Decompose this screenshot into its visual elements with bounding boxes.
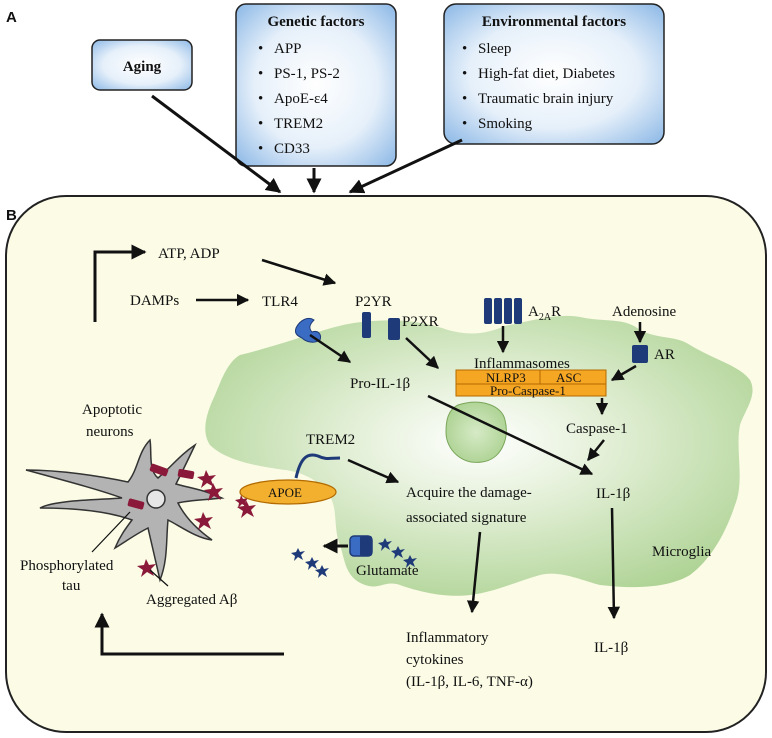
env-bullet-3: • [462, 91, 467, 107]
a2ar-r-letter: R [551, 304, 561, 320]
environmental-factors-header: Environmental factors [482, 14, 626, 30]
a2ar-label: A2AR [528, 304, 561, 323]
ar-label: AR [654, 347, 675, 363]
trem2-receptor-icon [294, 453, 341, 479]
inflammasomes-label: Inflammasomes [474, 356, 570, 372]
p2yr-label: P2YR [355, 294, 392, 310]
aggregated-pointer [149, 569, 169, 587]
environmental-factors-box: Environmental factors • Sleep • High-fat… [443, 3, 665, 145]
aggregated-abeta-label: Aggregated Aβ [146, 592, 237, 608]
apoptotic-label-line2: neurons [86, 424, 134, 440]
a2ar-subscript: 2A [539, 312, 552, 323]
microglia-label: Microglia [652, 544, 711, 560]
acquire-signature-line1: Acquire the damage- [406, 485, 532, 501]
damps-label: DAMPs [130, 293, 179, 309]
phosphorylated-label-line2: tau [62, 578, 81, 594]
caspase1-to-il1b-arrow [587, 439, 605, 461]
signature-to-cytokines-arrow [466, 531, 482, 614]
feedback-path-top [93, 244, 147, 322]
genetic-item-trem2: TREM2 [274, 116, 323, 132]
apoptotic-neuron [25, 438, 225, 583]
phosphorylated-tau-markers [127, 463, 195, 510]
atp-to-p2yr-arrow [261, 258, 337, 286]
pro-il1b-label: Pro-IL-1β [350, 376, 410, 392]
microglia-nucleus [445, 401, 507, 463]
neuron-nucleus [146, 489, 166, 509]
genetic-bullet-3: • [258, 91, 263, 107]
prol1b-to-il1b-arrow [427, 394, 594, 476]
env-bullet-4: • [462, 116, 467, 132]
cytokines-line3: (IL-1β, IL-6, TNF-α) [406, 674, 533, 690]
env-item-smoking: Smoking [478, 116, 533, 132]
feedback-path-bottom [94, 612, 284, 656]
trem2-to-signature-arrow [347, 458, 400, 484]
tlr4-receptor-icon [295, 317, 321, 343]
trem2-label: TREM2 [306, 432, 355, 448]
apoe-label: APOE [268, 485, 302, 500]
inflammasome-complex: NLRP3 ASC Pro-Caspase-1 [455, 369, 607, 398]
atp-adp-label: ATP, ADP [158, 246, 220, 262]
acquire-signature-line2: associated signature [406, 510, 527, 526]
ar-receptor-icon [632, 345, 648, 363]
il1b-release-arrow [607, 507, 621, 620]
nlrp3-asc-bar [455, 369, 607, 385]
panel-a-label: A [6, 9, 17, 26]
il1b-inner-label: IL-1β [596, 486, 630, 502]
nlrp3-label: NLRP3 [486, 370, 526, 385]
genetic-factors-header: Genetic factors [267, 14, 364, 30]
pro-caspase1-bar [455, 383, 607, 397]
genetic-bullet-4: • [258, 116, 263, 132]
aging-label: Aging [123, 59, 162, 75]
genetic-factors-box: Genetic factors • APP • PS-1, PS-2 • Apo… [235, 3, 397, 167]
glutamate-transporter-icon [349, 535, 373, 557]
genetic-bullet-2: • [258, 66, 263, 82]
asc-label: ASC [556, 370, 581, 385]
tlr4-to-prol1b-arrow [309, 333, 352, 364]
phosphorylated-pointer [91, 511, 131, 553]
env-bullet-1: • [462, 41, 467, 57]
cytokines-line1: Inflammatory [406, 630, 489, 646]
p2xr-to-inflammasome-arrow [405, 337, 439, 369]
glutamate-dots [291, 538, 417, 578]
panel-b-label: B [6, 207, 17, 224]
env-item-sleep: Sleep [478, 41, 511, 57]
genetic-item-cd33: CD33 [274, 141, 310, 157]
apoe-abeta-marker [237, 500, 256, 518]
genetic-bullet-1: • [258, 41, 263, 57]
env-item-diet: High-fat diet, Diabetes [478, 66, 615, 82]
p2xr-receptor-icon [388, 318, 400, 340]
apoe-ellipse [239, 479, 337, 505]
phosphorylated-label-line1: Phosphorylated [20, 558, 114, 574]
env-item-tbi: Traumatic brain injury [478, 91, 614, 107]
genetic-item-app: APP [274, 41, 302, 57]
factor-arrows [151, 94, 463, 194]
cytokines-line2: cytokines [406, 652, 464, 668]
adenosine-label: Adenosine [612, 304, 676, 320]
il1b-outer-label: IL-1β [594, 640, 628, 656]
a2ar-receptor-icon [484, 298, 522, 324]
env-bullet-2: • [462, 66, 467, 82]
caspase1-label: Caspase-1 [566, 421, 628, 437]
genetic-item-apoe: ApoE-ε4 [274, 91, 328, 107]
p2yr-receptor-icon [362, 312, 371, 338]
tlr4-label: TLR4 [262, 294, 298, 310]
environmental-arrow [348, 138, 463, 194]
ar-to-inflammasome-arrow [610, 364, 637, 382]
apoptotic-label-line1: Apoptotic [82, 402, 142, 418]
a2ar-letter: A [528, 304, 539, 320]
aging-arrow [151, 94, 282, 194]
genetic-item-ps: PS-1, PS-2 [274, 66, 340, 82]
glutamate-label: Glutamate [356, 563, 419, 579]
aging-box: Aging [91, 39, 193, 91]
pro-caspase1-label: Pro-Caspase-1 [490, 383, 566, 398]
genetic-bullet-5: • [258, 141, 263, 157]
p2xr-label: P2XR [402, 314, 439, 330]
